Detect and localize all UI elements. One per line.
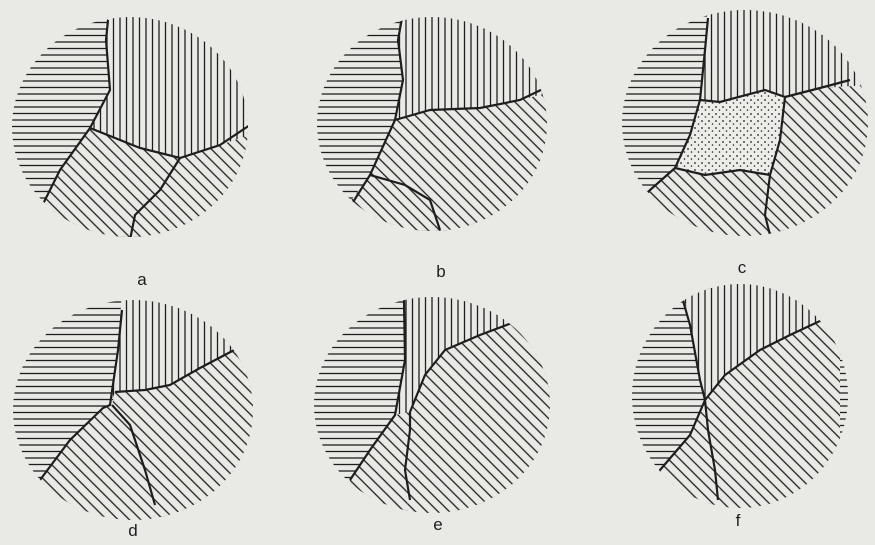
panel-label-f: f [723,511,753,531]
panel-b-drawing [300,0,600,300]
panel-f-drawing [620,280,875,545]
panel-a-drawing [0,0,300,300]
panel-e-drawing [300,290,600,545]
panel-label-b: b [426,262,456,282]
panel-label-e: e [423,515,453,535]
panel-label-c: c [727,258,757,278]
panel-d-drawing [0,290,300,545]
panel-label-d: d [118,521,148,541]
panel-label-a: a [127,270,157,290]
panel-c-drawing [600,0,875,300]
